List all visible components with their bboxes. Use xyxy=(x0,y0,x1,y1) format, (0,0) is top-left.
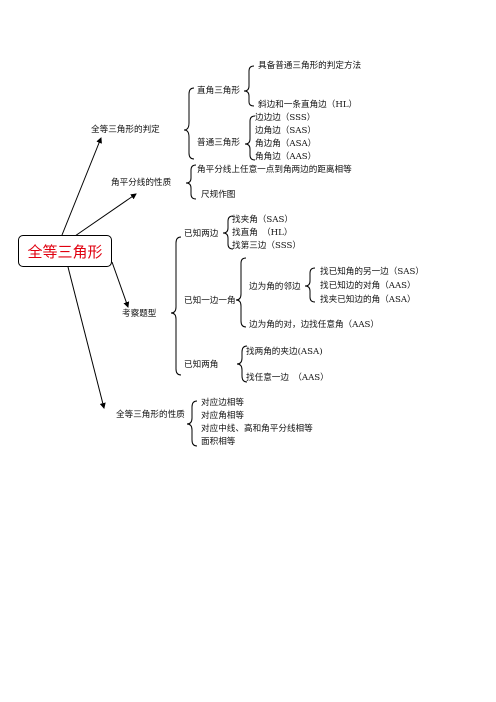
properties-item: 面积相等 xyxy=(201,437,236,447)
properties-label: 全等三角形的性质 xyxy=(116,410,185,420)
two-sides-item: 找第三边（SSS） xyxy=(232,241,301,251)
brace-ordinary-triangle xyxy=(244,115,256,161)
two-angles-item: 找两角的夹边(ASA) xyxy=(246,347,323,357)
adjacent-label: 边为角的邻边 xyxy=(249,282,301,292)
bisector-item: 尺规作图 xyxy=(201,190,236,200)
adjacent-item: 找夹已知边的角（ASA） xyxy=(320,295,416,305)
arrow-to-bisector xyxy=(74,193,137,237)
brace-criteria xyxy=(183,87,195,160)
brace-exam xyxy=(170,236,182,376)
criteria-label: 全等三角形的判定 xyxy=(91,125,160,135)
arrow-to-properties xyxy=(67,266,106,409)
brace-two-sides xyxy=(222,215,234,250)
properties-item: 对应角相等 xyxy=(201,411,244,421)
two-angles-item: 找任意一边 （AAS） xyxy=(246,373,329,383)
properties-item: 对应边相等 xyxy=(201,398,244,408)
arrow-to-exam xyxy=(111,261,130,308)
brace-bisector xyxy=(185,164,197,200)
adjacent-item: 找已知边的对角（AAS） xyxy=(320,281,416,291)
brace-two-angles xyxy=(236,345,248,383)
exam-label: 考察题型 xyxy=(122,309,157,319)
brace-adjacent xyxy=(304,267,316,303)
ordinary-triangle-item: 角角边（AAS） xyxy=(255,152,317,162)
right-triangle-label: 直角三角形 xyxy=(197,86,240,96)
bisector-item: 角平分线上任意一点到角两边的距离相等 xyxy=(197,165,352,175)
two-sides-item: 找夹角（SAS） xyxy=(232,215,293,225)
side-angle-label: 已知一边一角 xyxy=(184,296,236,306)
ordinary-triangle-item: 边边边（SSS） xyxy=(255,113,316,123)
brace-right-triangle xyxy=(243,65,255,107)
adjacent-item: 找已知角的另一边（SAS） xyxy=(320,267,424,277)
brace-side-angle xyxy=(235,257,247,328)
ordinary-triangle-item: 边角边（SAS） xyxy=(255,126,316,136)
two-sides-item: 找直角 （HL） xyxy=(232,228,293,238)
ordinary-triangle-label: 普通三角形 xyxy=(197,138,240,148)
opposite-item: 边为角的对，边找任意角（AAS） xyxy=(249,320,380,330)
two-sides-label: 已知两边 xyxy=(184,229,219,239)
ordinary-triangle-item: 角边角（ASA） xyxy=(255,139,317,149)
right-triangle-item: 斜边和一条直角边（HL） xyxy=(258,100,358,110)
root-node: 全等三角形 xyxy=(18,235,112,267)
properties-item: 对应中线、高和角平分线相等 xyxy=(201,424,313,434)
right-triangle-item: 具备普通三角形的判定方法 xyxy=(258,61,362,71)
two-angles-label: 已知两角 xyxy=(184,360,219,370)
brace-properties xyxy=(186,400,198,447)
arrow-to-criteria xyxy=(61,137,102,236)
bisector-label: 角平分线的性质 xyxy=(111,178,172,188)
